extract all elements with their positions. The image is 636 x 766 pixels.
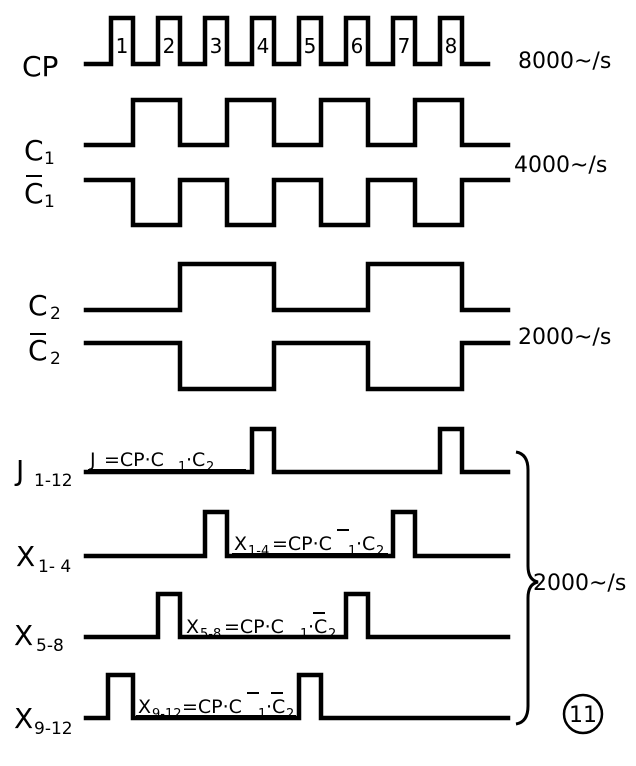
svg-text:2: 2 [286,707,294,722]
waveform-j [83,426,511,475]
svg-text:X: X [16,540,35,573]
equation-x5-8: X 5-8 =CP·C 1 ·C 2 [186,612,336,642]
freq-cp: 8000~/s [518,49,611,74]
waveform-x1-4 [83,509,511,559]
waveform-c2 [83,261,511,313]
svg-text:·C: ·C [308,616,327,638]
svg-text:2: 2 [328,627,336,642]
figure-number: 11 [562,693,604,735]
svg-text:5-8: 5-8 [36,636,64,656]
pulse-number-7: 7 [398,34,411,58]
freq-c1: 4000~/s [514,153,607,178]
svg-text:·C: ·C [186,449,205,471]
freq-outputs: 2000~/s [533,571,626,596]
waveform-x5-8 [83,591,511,640]
svg-text:X: X [138,696,151,718]
pulse-number-2: 2 [163,34,176,58]
svg-text:9-12: 9-12 [152,707,182,722]
svg-text:2: 2 [376,544,384,559]
pulse-number-4: 4 [257,34,270,58]
svg-text:·C: ·C [356,533,375,555]
svg-text:C: C [24,134,44,167]
svg-text:1-12: 1-12 [34,471,73,491]
svg-text:X: X [234,533,247,555]
svg-text:2: 2 [50,304,61,324]
pulse-number-6: 6 [351,34,364,58]
svg-text:5-8: 5-8 [200,627,221,642]
label-x9-12: X 9-12 [14,702,73,739]
pulse-number-3: 3 [210,34,223,58]
svg-text:X: X [14,619,33,652]
svg-text:X: X [14,702,33,735]
svg-text:11: 11 [569,703,597,728]
waveform-cp [83,15,491,67]
equation-j: J =CP·C 1 ·C 2 [88,449,246,475]
svg-text:X: X [186,616,199,638]
svg-text:1: 1 [178,460,186,475]
waveform-x9-12 [83,672,511,721]
svg-text:2: 2 [50,349,61,369]
pulse-number-8: 8 [445,34,458,58]
svg-text:·C: ·C [266,696,285,718]
label-j: J 1-12 [14,454,73,491]
svg-text:1-4: 1-4 [248,544,269,559]
label-cp: CP [22,50,58,83]
label-x5-8: X 5-8 [14,619,64,656]
svg-text:1: 1 [300,627,308,642]
svg-text:C: C [28,289,48,322]
svg-text:1: 1 [348,544,356,559]
svg-text:J: J [89,449,96,471]
svg-text:1: 1 [44,149,55,169]
svg-text:=CP·C: =CP·C [224,616,284,638]
outputs-brace [515,450,539,726]
svg-text:=CP·C: =CP·C [182,696,242,718]
svg-text:C: C [28,334,48,367]
pulse-number-1: 1 [116,34,129,58]
label-c1: C 1 [24,134,55,169]
label-x1-4: X 1- 4 [16,540,71,577]
equation-x1-4: X 1-4 =CP·C 1 ·C 2 [232,529,388,559]
equation-x9-12: X 9-12 =CP·C 1 ·C 2 [136,692,296,722]
svg-text:=CP·C: =CP·C [272,533,332,555]
freq-c2: 2000~/s [518,325,611,350]
waveform-c2-bar [83,340,511,392]
svg-text:1- 4: 1- 4 [38,557,71,577]
waveform-c1-bar [83,177,511,228]
svg-text:C: C [24,177,44,210]
label-c2-bar: C 2 [28,333,61,369]
svg-text:1: 1 [258,707,266,722]
waveform-c1 [83,97,511,148]
svg-text:=CP·C: =CP·C [104,449,164,471]
svg-text:1: 1 [44,192,55,212]
pulse-number-5: 5 [304,34,317,58]
svg-text:9-12: 9-12 [34,719,73,739]
svg-text:2: 2 [206,460,214,475]
label-c1-bar: C 1 [24,175,55,212]
svg-text:J: J [14,454,24,487]
label-c2: C 2 [28,289,61,324]
